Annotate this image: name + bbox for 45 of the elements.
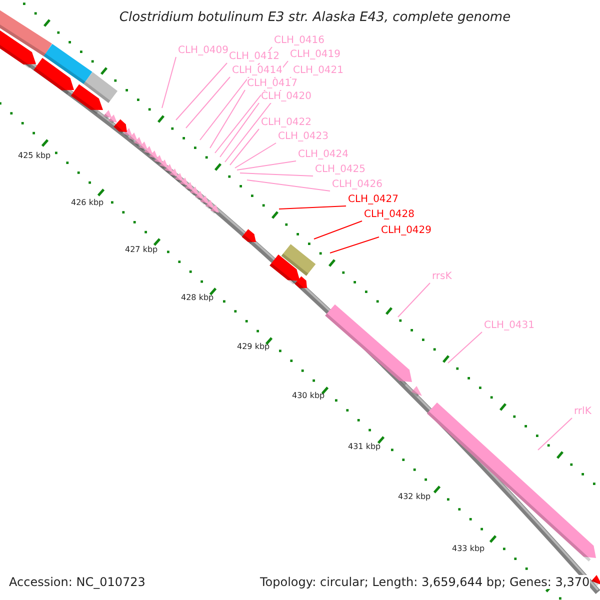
leader-line — [210, 90, 246, 148]
leader-line — [162, 56, 176, 108]
scale-label: 428 kbp — [181, 292, 214, 304]
scale-label: 425 kbp — [18, 150, 51, 162]
gene-label: CLH_0423 — [278, 131, 329, 143]
gene-label: CLH_0409 — [178, 45, 229, 57]
leader-line — [314, 220, 362, 240]
leader-line — [246, 180, 330, 192]
gene-label: CLH_0431 — [484, 320, 535, 332]
scale-label: 429 kbp — [237, 341, 270, 353]
gene-label: CLH_0425 — [315, 164, 366, 176]
gene-label: CLH_0417 — [247, 78, 298, 90]
scale-label: 430 kbp — [292, 390, 325, 402]
leader-line — [398, 282, 430, 318]
gene-label: CLH_0429 — [381, 225, 432, 237]
gene-label: CLH_0424 — [298, 149, 349, 161]
leader-line — [278, 206, 346, 210]
gene-label: CLH_0416 — [274, 35, 325, 47]
scale-label: 432 kbp — [398, 491, 431, 503]
gene-label: CLH_0419 — [290, 49, 341, 61]
gene-label: CLH_0428 — [364, 209, 415, 221]
scale-label: 433 kbp — [452, 543, 485, 555]
gene-label: CLH_0414 — [232, 65, 283, 77]
scale-label: 431 kbp — [348, 441, 381, 453]
leader-line — [230, 128, 260, 166]
leader-line — [236, 160, 296, 170]
leader-line — [538, 418, 572, 450]
scale-label: 426 kbp — [71, 197, 104, 209]
map-title: Clostridium botulinum E3 str. Alaska E43, complete genome — [118, 12, 512, 24]
leader-line — [240, 172, 314, 176]
leader-line — [186, 76, 230, 128]
gene-label: CLH_0422 — [261, 117, 312, 129]
gene-label: CLH_0426 — [332, 179, 383, 191]
leader-line — [176, 62, 228, 120]
footer-text: Topology: circular; Length: 3,659,644 bp; Genes: 3,370 — [260, 575, 590, 589]
leader-line — [234, 142, 276, 168]
scale-label: 427 kbp — [125, 244, 158, 256]
gene-label: CLH_0427 — [348, 194, 399, 206]
leader-line — [220, 102, 260, 158]
gene-label: CLH_0412 — [229, 51, 280, 63]
gene-label: CLH_0421 — [293, 65, 344, 77]
leader-line — [330, 236, 380, 254]
leader-line — [448, 332, 482, 364]
footer-text: Accession: NC_010723 — [9, 575, 146, 589]
gene-label: CLH_0420 — [261, 91, 312, 103]
